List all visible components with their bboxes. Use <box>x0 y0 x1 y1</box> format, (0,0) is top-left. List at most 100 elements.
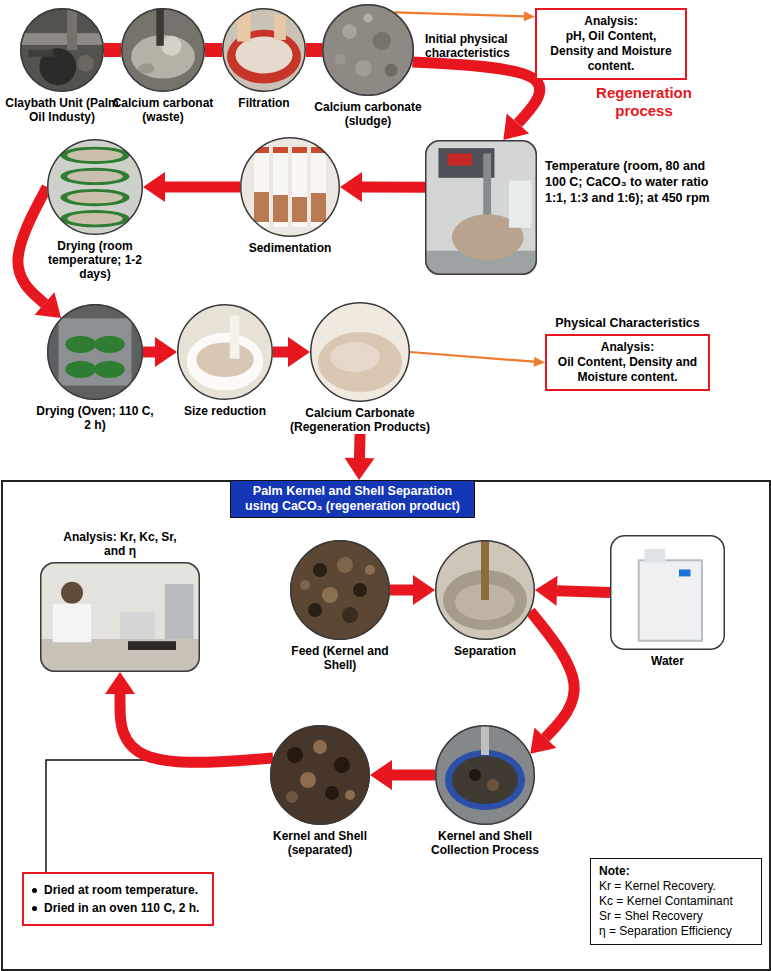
arrow-label: Regeneration process <box>585 84 703 120</box>
photo-circle <box>222 8 306 92</box>
photo-detail <box>487 779 499 791</box>
photo-ground <box>322 4 414 96</box>
flow-arrow <box>143 172 240 202</box>
photo-ground <box>47 304 143 400</box>
photo-step: Feed (Kernel and Shell) <box>280 540 400 672</box>
step-caption: Drying (room temperature; 1-2 days) <box>40 239 150 281</box>
flow-arrow <box>205 50 222 51</box>
step-caption: Calcium carbonat (waste) <box>107 96 219 124</box>
photo-detail <box>313 563 327 577</box>
analysis-text: Oil Content, Density and Moisture conten… <box>553 355 702 385</box>
photo-detail <box>273 147 288 227</box>
arrow-shaft <box>18 187 47 304</box>
arrow-shaft <box>394 12 524 16</box>
step-caption: Calcium carbonate (sludge) <box>313 100 423 128</box>
arrow-shaft <box>165 182 240 193</box>
condition-text: Temperature (room, 80 and 100 C; CaCO₃ t… <box>545 158 723 206</box>
photo-ground <box>290 540 390 640</box>
step-caption: Filtration <box>214 96 314 110</box>
photo-step: Sedimentation <box>235 137 345 255</box>
photo-illustration <box>222 8 306 92</box>
caption-area: Calcium carbonat (waste) <box>107 96 219 124</box>
photo-detail <box>509 181 531 228</box>
photo-detail <box>94 361 125 378</box>
step-caption: Claybath Unit (Palm Oil Industy) <box>4 96 120 124</box>
caption-area: Feed (Kernel and Shell) <box>280 644 400 672</box>
photo-detail <box>120 612 155 640</box>
photo-step: Drying (Oven; 110 C, 2 h) <box>35 304 155 432</box>
photo-ground <box>310 302 410 402</box>
photo-detail <box>639 560 702 641</box>
photo-detail <box>67 213 123 225</box>
photo-illustration <box>435 725 535 825</box>
step-caption: Sedimentation <box>235 241 345 255</box>
photo-ground <box>47 139 143 235</box>
photo-detail <box>138 63 155 73</box>
caption-area: Kernel and Shell (separated) <box>260 829 380 857</box>
photo-ground <box>435 725 535 825</box>
arrow-shaft <box>392 770 435 781</box>
photo-detail <box>300 772 316 788</box>
photo-frame <box>610 535 725 650</box>
photo-illustration <box>47 139 143 235</box>
photo-detail <box>311 193 326 222</box>
note-line: Note: <box>599 864 753 879</box>
arrow-shaft <box>205 43 222 57</box>
arrow-head <box>288 337 310 367</box>
photo-step: Kernel and Shell (separated) <box>260 725 380 857</box>
photo-illustration <box>290 540 390 640</box>
photo-step: Separation <box>430 540 540 658</box>
photo-illustration <box>177 304 273 400</box>
photo-detail <box>67 150 123 162</box>
analysis-heading: Physical Characteristics <box>545 316 710 331</box>
photo-step: Kernel and Shell Collection Process <box>420 725 550 857</box>
arrow-head <box>535 576 557 606</box>
step-caption: Drying (Oven; 110 C, 2 h) <box>35 404 155 432</box>
arrow-shaft <box>143 347 155 358</box>
step-caption: Water <box>610 654 725 668</box>
photo-detail <box>337 557 353 573</box>
analysis-frame: Analysis:pH, Oil Content, Density and Mo… <box>535 8 687 80</box>
photo-ground <box>20 8 104 92</box>
flow-arrow <box>410 352 545 367</box>
photo-outline <box>323 5 414 96</box>
photo-circle <box>47 304 143 400</box>
arrow-head <box>143 172 165 202</box>
arrow-shaft <box>390 585 413 596</box>
arrow-head <box>534 357 545 367</box>
photo-detail <box>40 639 200 672</box>
caption-area: Calcium carbonate (sludge) <box>313 100 423 128</box>
flow-arrow <box>340 172 425 202</box>
photo-detail <box>286 791 298 803</box>
caption-area: Water <box>610 654 725 668</box>
photo-ground <box>425 140 537 275</box>
photo-ground <box>610 535 725 650</box>
arrow-shaft <box>120 694 273 762</box>
photo-ground <box>240 137 340 237</box>
photo-detail <box>53 604 91 643</box>
photo-detail <box>342 607 358 623</box>
photo-circle <box>310 302 410 402</box>
step-caption: Separation <box>430 644 540 658</box>
step-caption: Analysis: Kr, Kc, Sr, and η <box>60 530 180 558</box>
photo-detail <box>28 50 53 57</box>
photo-circle <box>240 137 340 237</box>
photo-detail <box>67 192 123 204</box>
arrow-shaft <box>104 43 121 57</box>
caption-area: Analysis: Kr, Kc, Sr, and η <box>40 530 200 558</box>
separation-panel: Palm Kernel and Shell Separation using C… <box>1 480 771 971</box>
caption-area: Size reduction <box>170 404 280 418</box>
photo-detail <box>353 583 367 597</box>
note-box: Note:Kr = Kernel Recovery.Kc = Kernel Co… <box>590 858 762 945</box>
flow-arrow <box>530 611 574 754</box>
flow-arrow <box>273 337 310 367</box>
photo-detail <box>313 740 327 754</box>
photo-detail <box>300 580 310 590</box>
photo-detail <box>334 757 350 773</box>
analysis-text: pH, Oil Content, Density and Moisture co… <box>543 29 679 74</box>
photo-detail <box>292 197 307 222</box>
photo-outline <box>436 541 535 640</box>
photo-illustration <box>40 562 200 672</box>
drying-note: Dried at room temperature. <box>44 882 198 898</box>
photo-detail <box>65 336 96 353</box>
